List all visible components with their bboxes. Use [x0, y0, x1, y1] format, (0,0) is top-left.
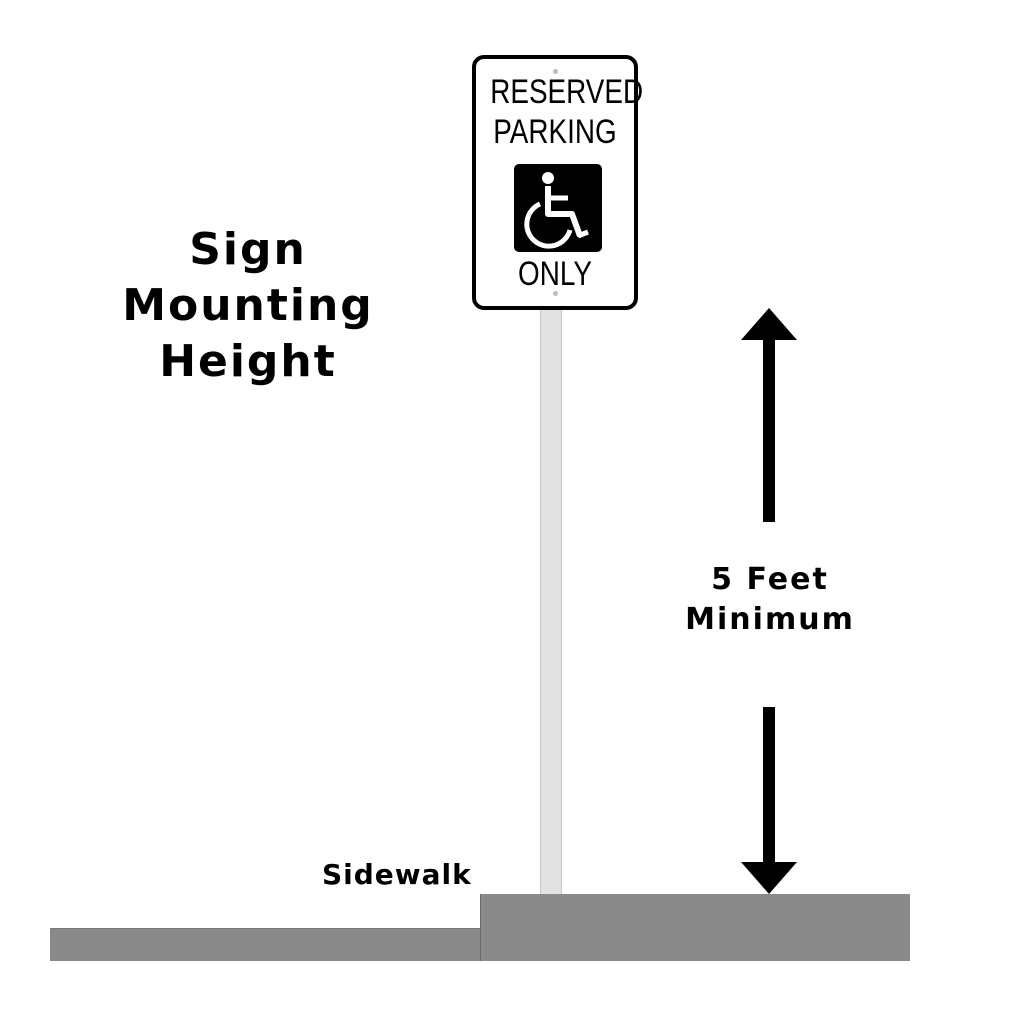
arrow-down-icon: [741, 862, 797, 894]
arrow-up-shaft: [763, 330, 775, 522]
title-line-1: Sign: [189, 224, 307, 275]
sign-line-reserved: RESERVED: [490, 73, 644, 111]
street-surface: [50, 928, 481, 961]
sidewalk-label: Sidewalk: [322, 858, 472, 891]
arrow-down-shaft: [763, 707, 775, 867]
sign-line-parking: PARKING: [493, 113, 617, 151]
diagram-title: Sign Mounting Height: [100, 222, 396, 390]
sign-pole: [540, 310, 562, 895]
bottom-bolt-icon: [553, 291, 558, 296]
top-bolt-icon: [553, 69, 558, 74]
title-line-3: Height: [159, 336, 337, 387]
sidewalk-surface: [480, 894, 910, 961]
sign-line-only: ONLY: [518, 255, 592, 293]
parking-sign: RESERVED PARKING ONLY: [472, 55, 644, 310]
measurement-qualifier: Minimum: [685, 602, 855, 637]
title-line-2: Mounting: [122, 280, 374, 331]
height-measurement: 5 Feet Minimum: [670, 560, 870, 640]
wheelchair-icon: [514, 164, 602, 252]
measurement-value: 5 Feet: [711, 562, 829, 597]
